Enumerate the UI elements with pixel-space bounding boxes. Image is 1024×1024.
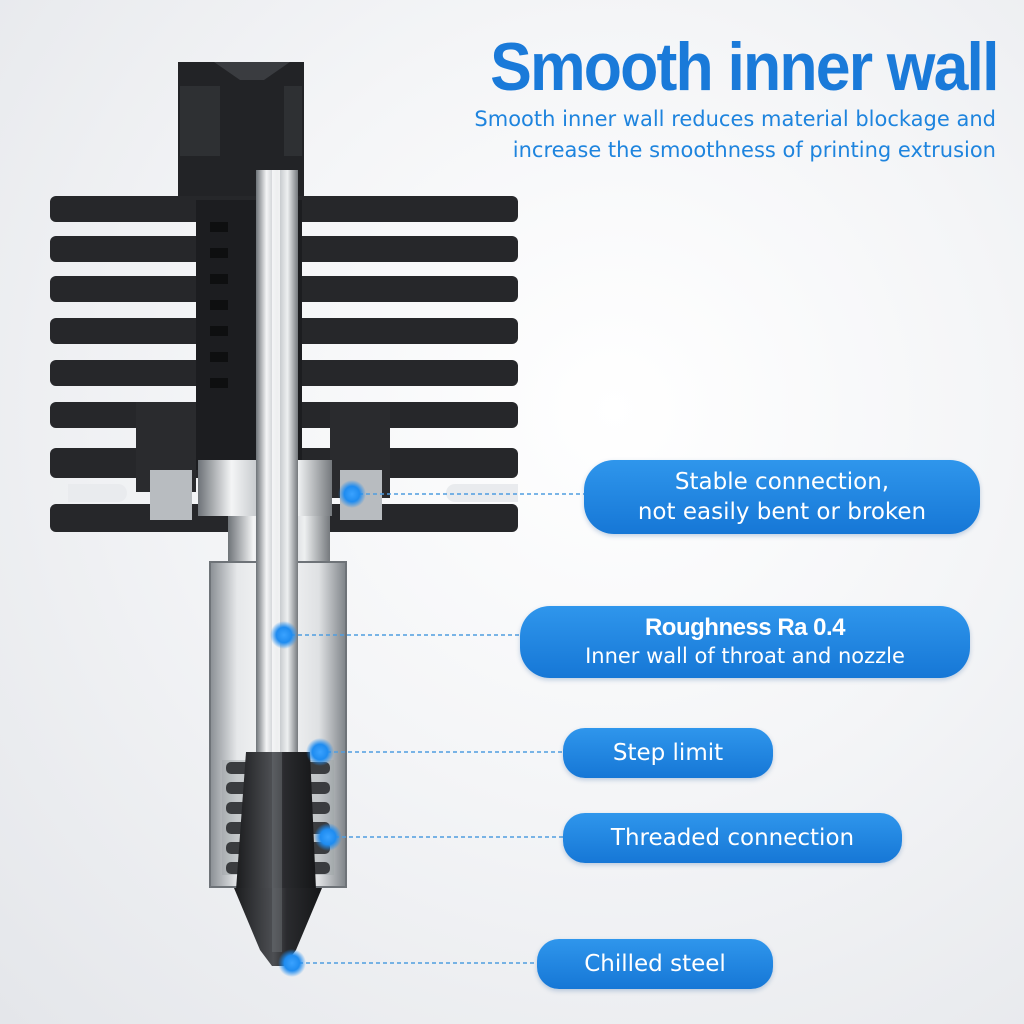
callout-heading: Roughness Ra 0.4 [644, 614, 846, 641]
page-title: Smooth inner wall [490, 29, 1000, 105]
callout-line: Step limit [612, 740, 724, 766]
page-subtitle: Smooth inner wall reduces material block… [356, 104, 996, 166]
callout-line: Stable connection, [674, 469, 890, 495]
callout-line: Threaded connection [610, 825, 855, 851]
callout-step-limit: Step limit [563, 728, 773, 778]
callout-threaded-connection: Threaded connection [563, 813, 902, 863]
marker-dots [270, 480, 366, 977]
heatsink-top [178, 62, 304, 200]
subtitle-line-2: increase the smoothness of printing extr… [512, 138, 996, 162]
heatsink-cutouts [68, 484, 518, 502]
heatsink-slots [210, 222, 228, 388]
callout-stable-connection: Stable connection, not easily bent or br… [584, 460, 980, 534]
callout-line: not easily bent or broken [637, 499, 927, 525]
callout-chilled-steel: Chilled steel [537, 939, 773, 989]
subtitle-line-1: Smooth inner wall reduces material block… [474, 107, 996, 131]
leader-lines [284, 493, 584, 964]
callout-line: Inner wall of throat and nozzle [585, 644, 905, 668]
callout-line: Chilled steel [584, 951, 726, 977]
callout-roughness: Roughness Ra 0.4 Inner wall of throat an… [520, 606, 970, 678]
